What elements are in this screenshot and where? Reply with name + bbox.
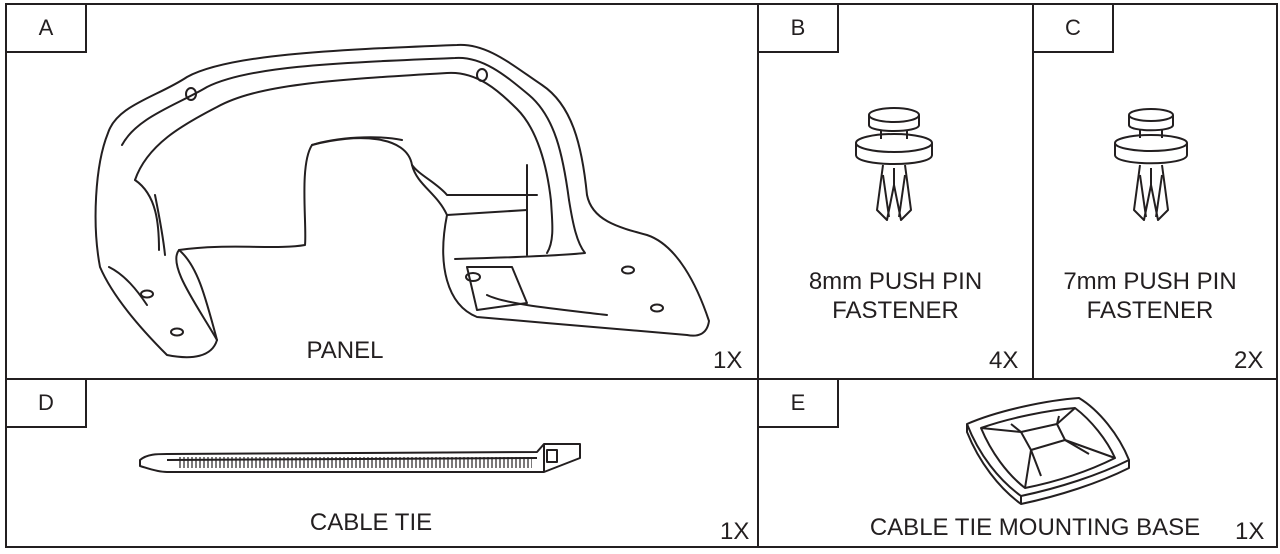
part-cell-a: A [5,3,759,380]
mounting-base-icon [759,380,1280,550]
part-cell-e: E CABLE TIE MOUNTING BASE 1X [757,378,1278,548]
cable-tie-icon [7,380,761,550]
part-qty-e: 1X [1235,518,1265,545]
part-name-e: CABLE TIE MOUNTING BASE [869,514,1201,541]
part-name-a: PANEL [306,337,384,364]
part-name-c-line2: FASTENER [1086,297,1214,324]
push-pin-icon [759,5,1036,382]
part-cell-b: B 8mm PUSH PIN FASTENER 4X [757,3,1034,380]
part-cell-c: C 7mm PUSH PIN FASTENER 2X [1032,3,1278,380]
part-name-b-line2: FASTENER [832,297,959,324]
part-name-c-line1: 7mm PUSH PIN [1063,268,1237,295]
part-name-b-line1: 8mm PUSH PIN [808,268,983,295]
part-letter-d: D [7,380,87,428]
part-name-d: CABLE TIE [309,509,433,536]
part-qty-d: 1X [720,518,750,545]
part-letter-e: E [759,380,839,428]
part-letter-b: B [759,5,839,53]
push-pin-icon [1034,5,1280,382]
part-qty-a: 1X [713,347,743,374]
part-letter-c: C [1034,5,1114,53]
part-letter-a: A [7,5,87,53]
panel-bracket-icon [7,5,761,382]
part-qty-b: 4X [989,347,1019,374]
part-cell-d: D CABLE TIE 1X [5,378,759,548]
part-qty-c: 2X [1234,347,1264,374]
